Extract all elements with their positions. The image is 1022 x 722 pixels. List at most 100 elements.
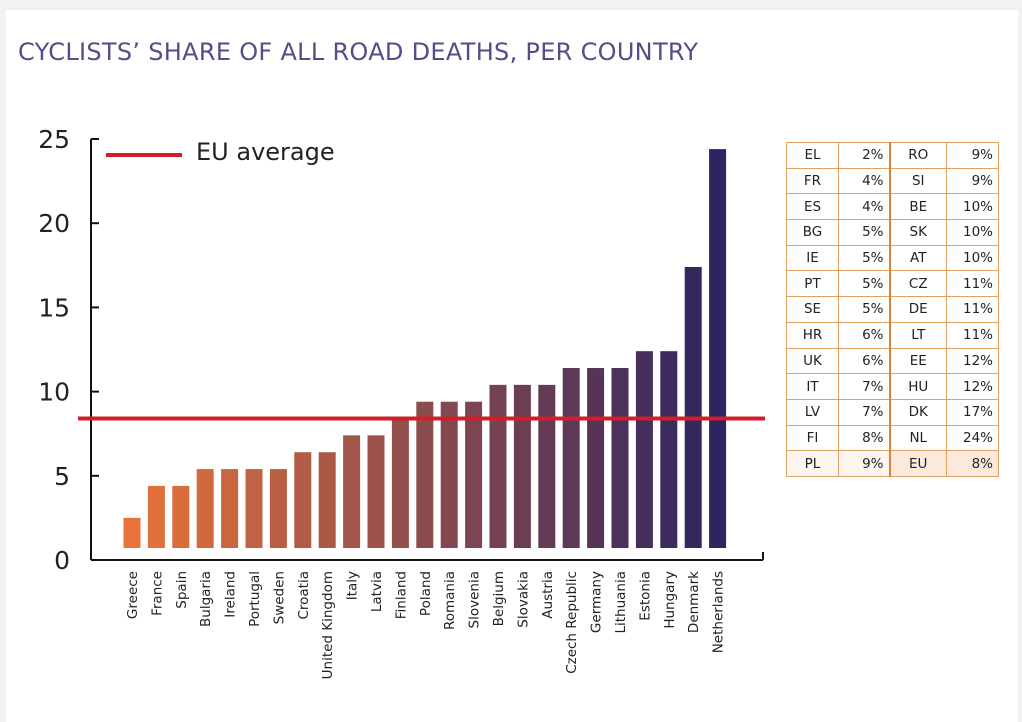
- y-tick-label: 20: [38, 209, 70, 238]
- x-tick-label: Romania: [442, 571, 458, 630]
- x-tick-label: Bulgaria: [198, 571, 214, 627]
- country-code-cell: SE: [786, 296, 839, 323]
- bar: [440, 401, 458, 548]
- country-code-cell: LT: [888, 321, 947, 349]
- x-tick-label: Ireland: [223, 571, 239, 618]
- bar: [196, 469, 214, 548]
- bars: [123, 149, 727, 548]
- country-code-cell: RO: [888, 142, 947, 169]
- share-cell: 11%: [946, 270, 999, 298]
- bar: [245, 469, 263, 548]
- share-cell: 6%: [838, 347, 890, 375]
- share-cell: 8%: [946, 450, 999, 477]
- bar: [294, 452, 312, 548]
- country-code-cell: LV: [786, 398, 839, 426]
- share-cell: 9%: [838, 450, 890, 477]
- country-code-cell: EU: [888, 450, 947, 477]
- country-code-cell: AT: [888, 244, 947, 272]
- bar: [562, 368, 580, 548]
- bar: [221, 469, 239, 548]
- bar: [538, 384, 556, 548]
- bar: [318, 452, 336, 548]
- x-tick-label: Latvia: [369, 571, 385, 612]
- bar: [635, 351, 653, 548]
- share-cell: 8%: [838, 424, 890, 452]
- x-tick-label: Italy: [345, 571, 361, 600]
- share-cell: 2%: [838, 142, 890, 169]
- country-code-cell: PL: [786, 450, 839, 477]
- share-cell: 9%: [946, 142, 999, 169]
- x-tick-label: Sweden: [271, 571, 287, 624]
- bar: [391, 418, 409, 548]
- country-code-cell: HR: [786, 321, 839, 349]
- bar: [513, 384, 531, 548]
- country-code-cell: IE: [786, 244, 839, 272]
- x-tick-label: Austria: [540, 571, 556, 619]
- x-tick-label: Portugal: [247, 571, 263, 627]
- share-cell: 24%: [946, 424, 999, 452]
- country-code-cell: ES: [786, 193, 839, 221]
- bar: [416, 401, 434, 548]
- share-cell: 4%: [838, 167, 890, 195]
- share-cell: 10%: [946, 219, 999, 246]
- share-cell: 4%: [838, 193, 890, 221]
- share-cell: 12%: [946, 347, 999, 375]
- legend-label: EU average: [196, 138, 335, 166]
- bar: [367, 435, 385, 548]
- share-cell: 5%: [838, 270, 890, 298]
- country-code-cell: SI: [888, 167, 947, 195]
- country-code-cell: SK: [888, 219, 947, 246]
- x-tick-label: Czech Republic: [564, 571, 580, 674]
- share-cell: 7%: [838, 373, 890, 400]
- share-cell: 10%: [946, 193, 999, 221]
- country-code-cell: EE: [888, 347, 947, 375]
- bar: [465, 401, 483, 548]
- y-tick-label: 10: [38, 378, 70, 407]
- bar: [172, 485, 190, 548]
- bar: [611, 368, 629, 548]
- country-code-cell: BE: [888, 193, 947, 221]
- bar: [709, 149, 727, 548]
- x-tick-label: Slovakia: [515, 571, 531, 628]
- x-tick-label: Finland: [393, 571, 409, 619]
- country-code-cell: DK: [888, 398, 947, 426]
- country-code-cell: PT: [786, 270, 839, 298]
- x-tick-label: Lithuania: [613, 571, 629, 634]
- share-cell: 17%: [946, 398, 999, 426]
- x-tick-label: Netherlands: [711, 571, 727, 653]
- y-tick-label: 15: [38, 293, 70, 322]
- country-code-cell: NL: [888, 424, 947, 452]
- share-cell: 12%: [946, 373, 999, 400]
- x-tick-label: United Kingdom: [320, 571, 336, 679]
- x-tick-label: France: [149, 571, 165, 616]
- country-code-cell: BG: [786, 219, 839, 246]
- share-cell: 5%: [838, 296, 890, 323]
- chart-title: CYCLISTS’ SHARE OF ALL ROAD DEATHS, PER …: [18, 38, 699, 66]
- share-cell: 5%: [838, 219, 890, 246]
- share-cell: 9%: [946, 167, 999, 195]
- share-cell: 10%: [946, 244, 999, 272]
- share-cell: 11%: [946, 296, 999, 323]
- bar: [684, 266, 702, 548]
- share-cell: 7%: [838, 398, 890, 426]
- x-tick-label: Germany: [589, 571, 605, 633]
- bar: [123, 517, 141, 548]
- bar: [489, 384, 507, 548]
- country-code-cell: FR: [786, 167, 839, 195]
- bar: [147, 485, 165, 548]
- x-tick-label: Croatia: [296, 571, 312, 620]
- x-tick-label: Belgium: [491, 571, 507, 626]
- share-cell: 6%: [838, 321, 890, 349]
- x-tick-label: Spain: [174, 571, 190, 609]
- x-tick-label: Slovenia: [467, 571, 483, 628]
